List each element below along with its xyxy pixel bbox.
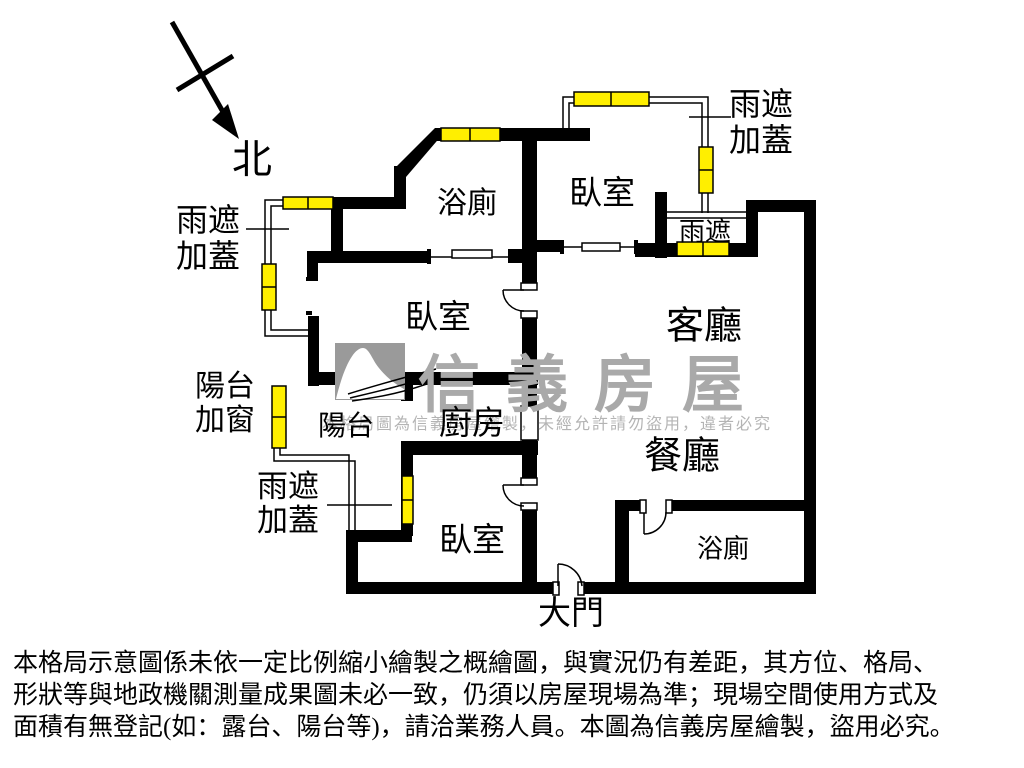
sinyi-logo-icon: [335, 343, 441, 402]
window: [676, 241, 730, 257]
kitchen-opening: [520, 405, 539, 441]
compass-north-label: 北: [232, 137, 272, 182]
door-bath-bottom: [639, 499, 673, 535]
room-label-bath-bottom: 浴廁: [696, 534, 750, 564]
swing-doors: [502, 282, 673, 596]
north-arrow-icon: [169, 20, 239, 139]
annotation-rain-cover-top-right: 雨遮加蓋: [729, 86, 794, 158]
window: [698, 146, 714, 194]
annotation-rain-cover-left: 雨遮加蓋: [176, 202, 241, 274]
window: [573, 91, 650, 107]
disclaimer-line: 形狀等與地政機關測量成果圖未必一致，仍須以房屋現場為準；現場空間使用方式及: [13, 682, 939, 709]
annotation-rain-cover-small: 雨遮: [678, 217, 732, 247]
window: [401, 475, 414, 525]
door-bedroom-bottom: [502, 477, 538, 511]
door-bedroom-middle: [502, 282, 538, 319]
annotation-balcony-window: 陽台加窗: [195, 370, 255, 437]
room-label-bedroom-middle: 臥室: [405, 300, 471, 336]
windows: [261, 91, 730, 525]
room-label-living: 客廳: [665, 305, 743, 348]
window: [440, 127, 501, 142]
watermark-brand: 信義房屋: [418, 352, 771, 420]
annotation-rain-cover-bottom: 雨遮加蓋: [257, 469, 319, 538]
disclaimer-line: 面積有無登記(如：露台、陽台等)，請洽業務人員。本圖為信義房屋繪製，盜用必究。: [13, 714, 955, 741]
watermark-notice: 本格局圖為信義房屋繪製，未經允許請勿盜用，違者必究: [322, 416, 773, 433]
disclaimer-text: 本格局示意圖係未依一定比例縮小繪製之概繪圖，與實況仍有差距，其方位、格局、 形狀…: [13, 648, 955, 744]
room-label-balcony: 陽台: [317, 411, 375, 442]
room-label-kitchen: 廚房: [439, 406, 505, 442]
door-main-entry: [552, 563, 585, 596]
window: [282, 196, 334, 210]
disclaimer-line: 本格局示意圖係未依一定比例縮小繪製之概繪圖，與實況仍有差距，其方位、格局、: [13, 650, 939, 677]
room-label-bedroom-bottom: 臥室: [439, 523, 505, 559]
sliding-doors: [427, 240, 638, 441]
room-label-bath-top: 浴廁: [437, 187, 497, 220]
window: [271, 385, 287, 449]
window: [261, 263, 277, 311]
room-label-main-door: 大門: [538, 596, 604, 632]
room-label-dining: 餐廳: [643, 435, 721, 478]
room-label-bedroom-top-right: 臥室: [569, 176, 635, 212]
